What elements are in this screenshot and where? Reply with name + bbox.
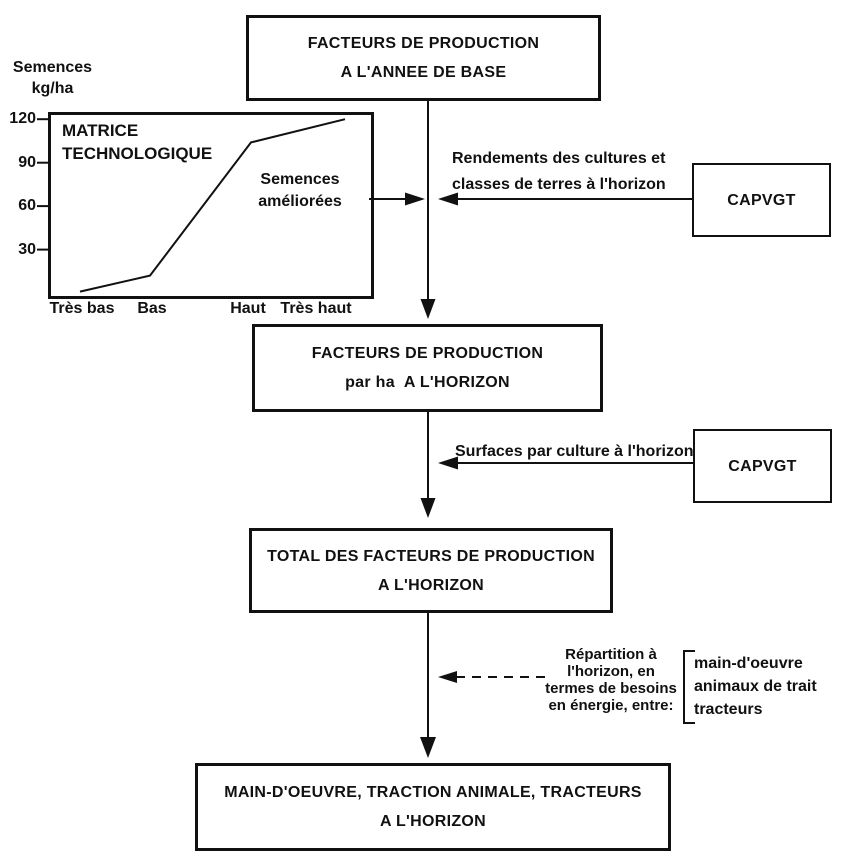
list-item: main-d'oeuvre: [694, 655, 803, 672]
edge-label-surfaces: Surfaces par culture à l'horizon: [455, 443, 694, 460]
chart-y-axis-label: Semences kg/ha: [12, 59, 93, 97]
repartition-options-list: main-d'oeuvre animaux de trait tracteurs: [694, 652, 817, 721]
edge-label-rendements: Rendements des cultures et classes de te…: [452, 150, 666, 193]
arrowhead-left-capvgt-mid: [438, 456, 458, 470]
x-category-label: Très bas: [49, 300, 115, 317]
y-tick-label: 60: [18, 197, 36, 214]
x-category-label: Haut: [230, 300, 266, 317]
list-item: animaux de trait: [694, 678, 817, 695]
bracket-glyph: [683, 650, 695, 724]
arrowhead-down-to-perha: [420, 299, 436, 319]
arrowhead-left-repartition: [438, 671, 457, 683]
node-capvgt-top: CAPVGT: [692, 163, 831, 237]
node-main-doeuvre-traction-tracteurs: MAIN-D'OEUVRE, TRACTION ANIMALE, TRACTEU…: [195, 763, 671, 851]
edge-label-repartition: Répartition à l'horizon, en termes de be…: [545, 646, 677, 714]
x-category-label: Très haut: [280, 300, 352, 317]
node-total-facteurs-horizon: TOTAL DES FACTEURS DE PRODUCTION A L'HOR…: [249, 528, 613, 613]
arrowhead-right-chart: [405, 192, 425, 206]
y-tick-label: 90: [18, 154, 36, 171]
chart-frame: [48, 112, 374, 299]
list-item: tracteurs: [694, 701, 763, 718]
arrowhead-down-to-total: [420, 498, 436, 518]
y-axis-tick-marks: [37, 118, 48, 251]
chart-annotation-semences-ameliorees: Semences améliorées: [258, 171, 342, 210]
node-facteurs-par-ha-horizon: FACTEURS DE PRODUCTION par ha A L'HORIZO…: [252, 324, 603, 412]
node-facteurs-annee-de-base: FACTEURS DE PRODUCTION A L'ANNEE DE BASE: [246, 15, 601, 101]
chart-title: MATRICE TECHNOLOGIQUE: [62, 121, 213, 163]
y-tick-label: 30: [18, 241, 36, 258]
y-tick-label: 120: [9, 110, 36, 127]
chart-data-line: [79, 118, 346, 293]
arrowhead-left-capvgt-top: [438, 192, 458, 206]
node-capvgt-mid: CAPVGT: [693, 429, 832, 503]
x-category-label: Bas: [137, 300, 167, 317]
arrowhead-down-to-final: [420, 737, 436, 758]
